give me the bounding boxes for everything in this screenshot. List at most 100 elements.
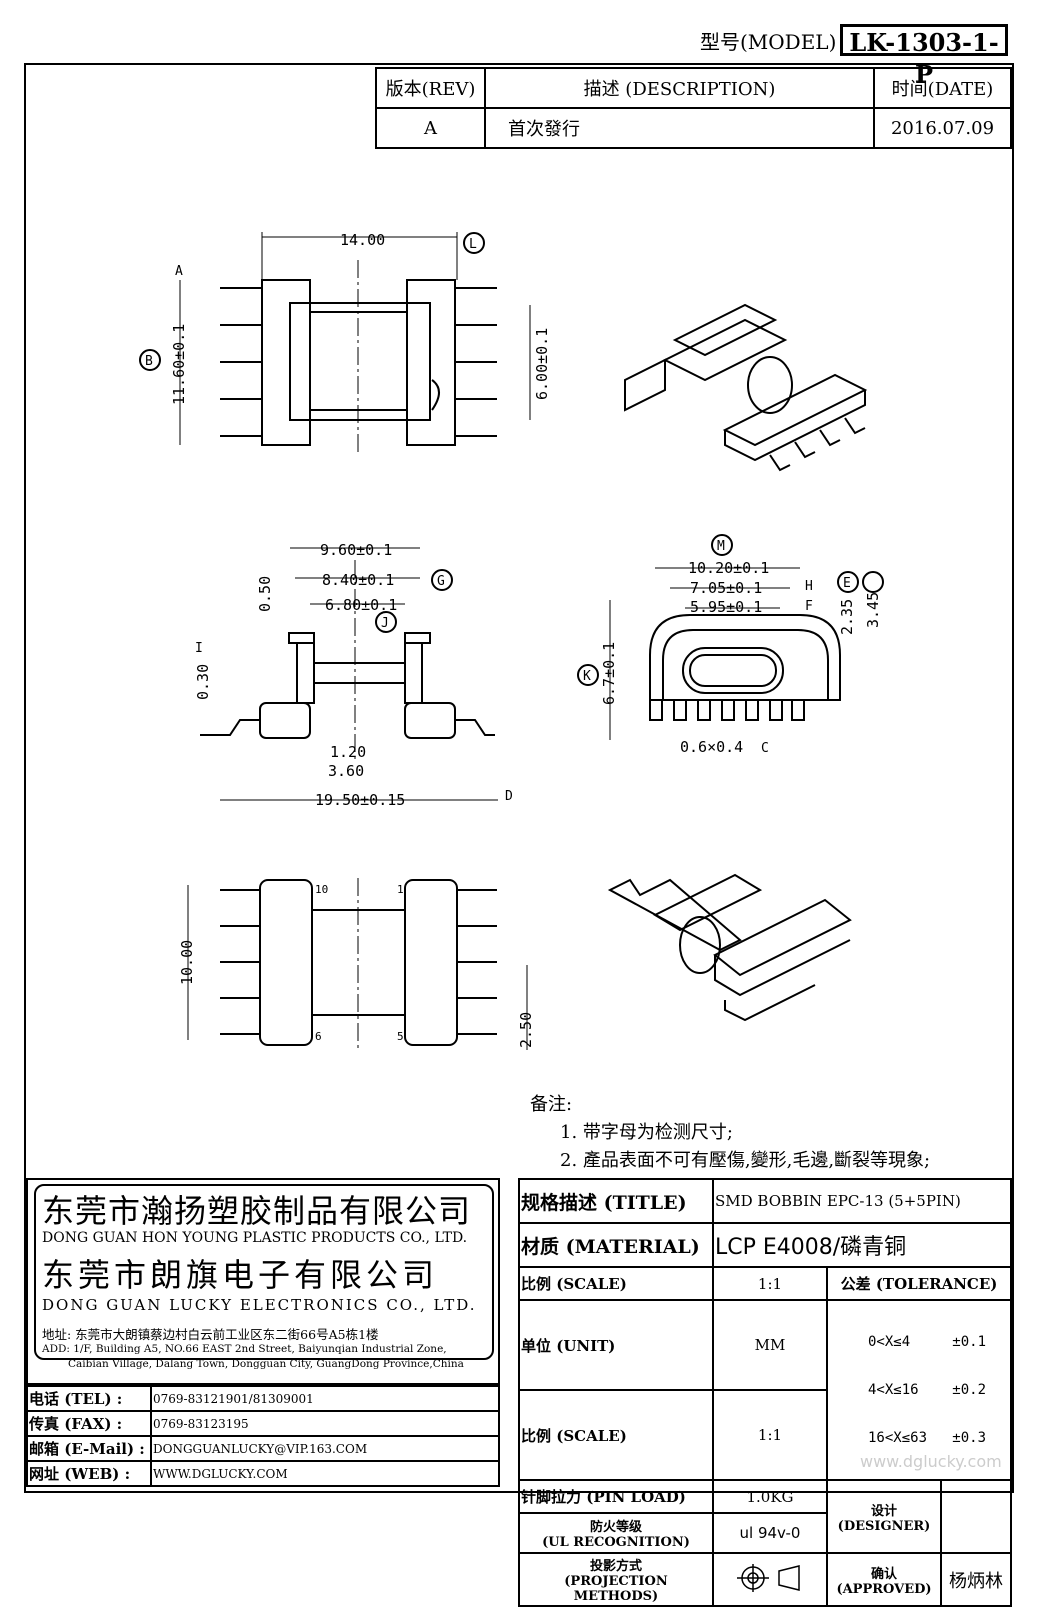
iso-view-bottom xyxy=(607,873,852,1022)
mail-label: 邮箱 (E-Mail) : xyxy=(26,1435,152,1462)
pin-load-value: 1.0KG xyxy=(712,1479,828,1514)
company-name-1: 东莞市瀚扬塑胶制品有限公司 xyxy=(42,1192,472,1230)
tolerance-row-3: 16<X≤63 ±0.3 xyxy=(868,1430,987,1446)
pin-1: 1 xyxy=(397,883,404,896)
company-en-2: DONG GUAN LUCKY ELECTRONICS CO., LTD. xyxy=(42,1296,477,1314)
material-value: LCP E4008/磷青铜 xyxy=(712,1222,1012,1268)
projection-label: 投影方式 (PROJECTION METHODS) xyxy=(518,1552,714,1607)
scale-value: 1:1 xyxy=(712,1266,828,1301)
bottom-view: 10.00 2.50 10 1 6 5 xyxy=(178,878,535,1050)
marker-h: H xyxy=(805,579,813,594)
dim-1020: 10.20±0.1 xyxy=(688,559,769,577)
title-label: 规格描述 (TITLE) xyxy=(518,1178,714,1224)
title-block: 规格描述 (TITLE) SMD BOBBIN EPC-13 (5+5PIN) … xyxy=(518,1178,1012,1607)
title-value: SMD BOBBIN EPC-13 (5+5PIN) xyxy=(712,1178,1012,1224)
watermark: www.dglucky.com xyxy=(860,1452,1002,1471)
tolerance-table: 0<X≤4 ±0.1 4<X≤16 ±0.2 16<X≤63 ±0.3 xyxy=(826,1299,1012,1481)
dim-680: 6.80±0.1 xyxy=(325,596,397,614)
address-en-1: ADD: 1/F, Building A5, NO.66 EAST 2nd St… xyxy=(42,1343,447,1355)
company-name-2: 东莞市朗旗电子有限公司 xyxy=(42,1256,439,1294)
contact-table: 电话 (TEL) :0769-83121901/81309001 传真 (FAX… xyxy=(26,1385,500,1487)
dim-345: 3.45 xyxy=(864,592,882,628)
rev-header: 版本(REV) xyxy=(375,67,486,109)
pin-10: 10 xyxy=(315,883,328,896)
dim-235: 2.35 xyxy=(838,599,856,635)
scale2-value: 1:1 xyxy=(712,1389,828,1481)
ul-value: ul 94v-0 xyxy=(712,1512,828,1554)
scale-label: 比例 (SCALE) xyxy=(518,1266,714,1301)
desc-header: 描述 (DESCRIPTION) xyxy=(484,67,875,109)
tolerance-label: 公差 (TOLERANCE) xyxy=(826,1266,1012,1301)
designer-label: 设计 (DESIGNER) xyxy=(826,1479,942,1554)
address-en-2: Caibian Village, Dalang Town, Dongguan C… xyxy=(68,1358,464,1370)
company-block: 东莞市瀚扬塑胶制品有限公司 DONG GUAN HON YOUNG PLASTI… xyxy=(26,1178,500,1385)
dim-14: 14.00 xyxy=(340,231,385,249)
iso-view-top xyxy=(624,303,868,472)
dim-67: 6.7±0.1 xyxy=(600,642,618,705)
fax-label: 传真 (FAX) : xyxy=(26,1410,152,1437)
marker-l: L xyxy=(469,237,477,252)
projection-label-en: (PROJECTION METHODS) xyxy=(564,1574,668,1604)
third-angle-projection-icon xyxy=(737,1563,800,1592)
scale2-label: 比例 (SCALE) xyxy=(518,1389,714,1481)
marker-f: F xyxy=(805,599,813,614)
model-number: LK-1303-1-P xyxy=(840,24,1008,89)
dim-595: 5.95±0.1 xyxy=(690,598,762,616)
dim-030: 0.30 xyxy=(194,664,212,700)
dim-06x04: 0.6×0.4 xyxy=(680,738,743,756)
rev-value: A xyxy=(375,107,486,149)
marker-d: D xyxy=(505,789,513,804)
marker-g: G xyxy=(437,574,445,589)
web-value: WWW.DGLUCKY.COM xyxy=(150,1460,500,1487)
pin-5: 5 xyxy=(397,1030,404,1043)
note-2: 2. 產品表面不可有壓傷,變形,毛邊,斷裂等現象; xyxy=(560,1150,931,1171)
front-view: 9.60±0.1 8.40±0.1 6.80±0.1 0.50 0.30 1.2… xyxy=(194,541,498,809)
tel-value: 0769-83121901/81309001 xyxy=(150,1385,500,1412)
date-value: 2016.07.09 xyxy=(873,107,1012,149)
address-cn: 地址: 东莞市大朗镇蔡边村白云前工业区东二街66号A5栋1楼 xyxy=(42,1327,379,1342)
side-view: 10.20±0.1 7.05±0.1 5.95±0.1 2.35 3.45 6.… xyxy=(577,534,884,756)
ul-label-cn: 防火等级 xyxy=(589,1520,642,1535)
marker-a: A xyxy=(175,264,183,279)
dim-840: 8.40±0.1 xyxy=(322,571,394,589)
tolerance-row-2: 4<X≤16 ±0.2 xyxy=(868,1382,987,1398)
dim-250: 2.50 xyxy=(517,1012,535,1048)
marker-m: M xyxy=(717,539,725,554)
dim-1950: 19.50±0.15 xyxy=(315,791,405,809)
ul-label: 防火等级 (UL RECOGNITION) xyxy=(518,1512,714,1554)
marker-e: E xyxy=(843,576,851,591)
pin-6: 6 xyxy=(315,1030,322,1043)
date-header: 时间(DATE) xyxy=(873,67,1012,109)
dim-1160: 11.60±0.1 xyxy=(170,324,188,405)
marker-j: J xyxy=(381,616,389,631)
marker-i: I xyxy=(195,641,203,656)
top-view: 14.00 11.60±0.1 6.00±0.1 xyxy=(139,231,551,455)
approved-value: 杨炳林 xyxy=(940,1552,1012,1607)
company-en-1: DONG GUAN HON YOUNG PLASTIC PRODUCTS CO.… xyxy=(42,1230,468,1246)
notes-heading: 备注: xyxy=(530,1094,573,1115)
mail-value: DONGGUANLUCKY@VIP.163.COM xyxy=(150,1435,500,1462)
material-label: 材质 (MATERIAL) xyxy=(518,1222,714,1268)
pin-load-label: 针脚拉力 (PIN LOAD) xyxy=(518,1479,714,1514)
web-label: 网址 (WEB) : xyxy=(26,1460,152,1487)
dim-120: 1.20 xyxy=(330,743,366,761)
marker-k: K xyxy=(583,669,591,684)
marker-b: B xyxy=(145,354,153,369)
dim-360: 3.60 xyxy=(328,762,364,780)
model-label: 型号(MODEL) xyxy=(700,30,837,54)
revision-table: 版本(REV) 描述 (DESCRIPTION) 时间(DATE) A 首次發行… xyxy=(375,67,1012,149)
unit-value: MM xyxy=(712,1299,828,1391)
dim-960: 9.60±0.1 xyxy=(320,541,392,559)
note-1: 1. 带字母为检测尺寸; xyxy=(560,1122,733,1143)
projection-symbol xyxy=(712,1552,828,1607)
marker-c: C xyxy=(761,741,769,756)
technical-drawing: 14.00 11.60±0.1 6.00±0.1 9.60±0.1 8.40±0… xyxy=(139,231,884,1050)
desc-value: 首次發行 xyxy=(484,107,875,149)
tolerance-row-1: 0<X≤4 ±0.1 xyxy=(868,1334,987,1350)
projection-label-cn: 投影方式 xyxy=(589,1559,642,1574)
dim-1000: 10.00 xyxy=(178,940,196,985)
tel-label: 电话 (TEL) : xyxy=(26,1385,152,1412)
unit-label: 单位 (UNIT) xyxy=(518,1299,714,1391)
fax-value: 0769-83123195 xyxy=(150,1410,500,1437)
ul-label-en: (UL RECOGNITION) xyxy=(542,1535,690,1550)
